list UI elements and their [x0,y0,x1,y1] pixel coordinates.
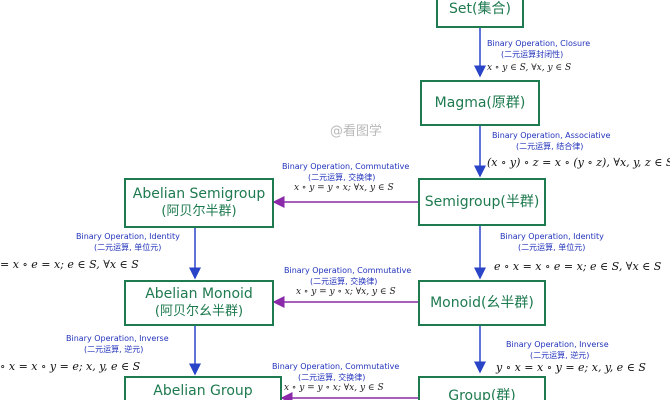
node-abelian-semigroup-line2: (阿贝尔半群) [161,204,237,219]
node-magma: Magma(原群) [420,80,540,126]
node-abelian-monoid-line2: (阿贝尔幺半群) [154,304,244,319]
label-identity-left: Binary Operation, Identity (二元运算, 单位元) [76,231,180,253]
label-associative-title: Binary Operation, Associative [492,131,611,140]
label-associative-subtitle: (二元运算, 结合律) [516,142,584,151]
label-closure-formula: x ∘ y ∈ S, ∀x, y ∈ S [487,63,572,73]
label-closure-title: Binary Operation, Closure [487,39,591,48]
label-closure: Binary Operation, Closure (二元运算封闭性) x ∘ … [487,38,590,74]
node-monoid: Monoid(幺半群) [418,280,546,326]
label-inverse-right-title: Binary Operation, Inverse [506,340,609,349]
node-monoid-label: Monoid(幺半群) [430,295,534,311]
label-associative: Binary Operation, Associative (二元运算, 结合律… [492,130,610,152]
label-inverse-left-title: Binary Operation, Inverse [66,334,169,343]
node-abelian-monoid: Abelian Monoid (阿贝尔幺半群) [124,280,274,326]
node-set-label: Set(集合) [449,1,511,17]
node-group-label: Group(群) [448,388,516,400]
label-commutative-1: Binary Operation, Commutative (二元运算, 交换律… [282,161,409,194]
node-abelian-semigroup-line1: Abelian Semigroup [132,186,266,202]
label-inverse-right-subtitle: (二元运算, 逆元) [530,351,590,360]
label-identity-right-subtitle: (二元运算, 单位元) [518,243,586,252]
node-abelian-group: Abelian Group [124,376,282,400]
node-set: Set(集合) [436,0,524,28]
label-identity-right-title: Binary Operation, Identity [500,232,604,241]
label-commutative-3-formula: x ∘ y = y ∘ x; ∀x, y ∈ S [284,383,384,393]
watermark: @看图学 [330,124,383,139]
label-inverse-right-formula: y ∘ x = x ∘ y = e; x, y, e ∈ S [496,361,646,374]
label-identity-right-formula: e ∘ x = x ∘ e = x; e ∈ S, ∀x ∈ S [494,260,662,273]
label-commutative-2-formula: x ∘ y = y ∘ x; ∀x, y ∈ S [296,287,396,297]
label-associative-formula: (x ∘ y) ∘ z = x ∘ (y ∘ z), ∀x, y, z ∈ S [487,156,670,169]
label-inverse-left-subtitle: (二元运算, 逆元) [84,345,144,354]
node-group: Group(群) [418,376,546,400]
label-identity-left-title: Binary Operation, Identity [76,232,180,241]
label-commutative-3-subtitle: (二元运算, 交换律) [298,373,366,382]
label-commutative-3: Binary Operation, Commutative (二元运算, 交换律… [272,361,399,394]
node-semigroup: Semigroup(半群) [418,178,546,226]
label-commutative-1-title: Binary Operation, Commutative [282,162,410,171]
label-identity-right: Binary Operation, Identity (二元运算, 单位元) [500,231,604,253]
label-identity-left-formula: = x ∘ e = x; e ∈ S, ∀x ∈ S [0,258,139,271]
label-inverse-left: Binary Operation, Inverse (二元运算, 逆元) [66,333,169,355]
label-commutative-1-subtitle: (二元运算, 交换律) [308,173,376,182]
label-commutative-3-title: Binary Operation, Commutative [272,362,400,371]
label-inverse-left-formula: ∘ x = x ∘ y = e; x, y, e ∈ S [0,360,141,373]
node-abelian-semigroup: Abelian Semigroup (阿贝尔半群) [124,178,274,228]
label-commutative-1-formula: x ∘ y = y ∘ x; ∀x, y ∈ S [294,183,394,193]
label-commutative-2-title: Binary Operation, Commutative [284,266,412,275]
node-semigroup-label: Semigroup(半群) [424,194,540,210]
node-magma-label: Magma(原群) [434,95,526,111]
label-commutative-2: Binary Operation, Commutative (二元运算, 交换律… [284,265,411,298]
label-closure-subtitle: (二元运算封闭性) [501,50,564,59]
node-abelian-monoid-line1: Abelian Monoid [145,286,253,302]
label-identity-left-subtitle: (二元运算, 单位元) [94,243,162,252]
label-inverse-right: Binary Operation, Inverse (二元运算, 逆元) [506,339,609,361]
label-commutative-2-subtitle: (二元运算, 交换律) [310,277,378,286]
node-abelian-group-label: Abelian Group [153,383,253,399]
